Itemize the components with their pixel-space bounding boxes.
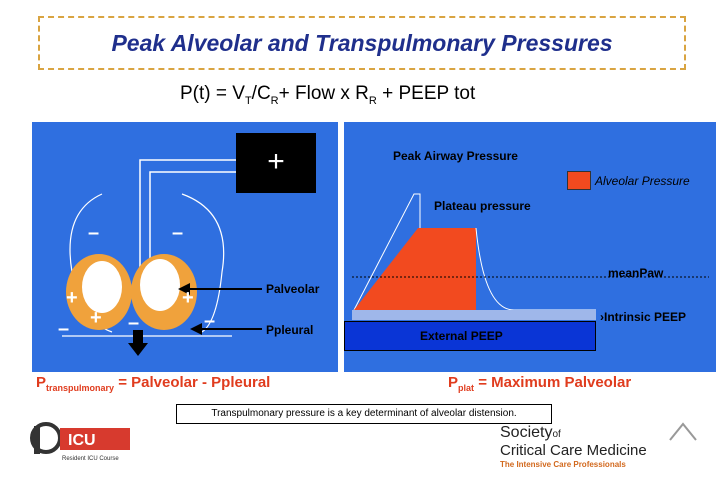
formula-sub-r: R bbox=[368, 94, 377, 107]
legend-label: Alveolar Pressure bbox=[595, 174, 690, 188]
plus-sign: + bbox=[66, 287, 78, 309]
eq-p: P bbox=[448, 374, 459, 391]
minus-sign: – bbox=[172, 222, 184, 244]
svg-text:ICU: ICU bbox=[68, 432, 96, 449]
formula-part: + PEEP tot bbox=[376, 83, 476, 104]
formula-part: P(t) = V bbox=[180, 83, 245, 104]
external-peep-label: External PEEP bbox=[420, 329, 503, 343]
plus-sign: + bbox=[182, 287, 194, 309]
arrow-head bbox=[178, 283, 190, 295]
exhalation-curve bbox=[475, 227, 596, 311]
ventilator-positive-pressure: + bbox=[236, 133, 316, 193]
eq-rest: = Maximum Palveolar bbox=[474, 374, 632, 391]
formula-sub-c: R bbox=[270, 94, 279, 107]
right-alveolus bbox=[140, 259, 180, 311]
eq-p: P bbox=[36, 374, 47, 391]
minus-sign: – bbox=[128, 312, 140, 334]
sccm-logo: Societyof Critical Care Medicine The Int… bbox=[500, 422, 704, 472]
ricu-subtitle: Resident ICU Course bbox=[62, 456, 119, 462]
left-alveolus bbox=[82, 261, 122, 313]
sccm-of: of bbox=[552, 429, 561, 440]
legend-swatch bbox=[567, 171, 591, 190]
meanpaw-label: meanPaw bbox=[608, 266, 664, 280]
ricu-logo-graphic: ICU bbox=[30, 422, 130, 454]
intrinsic-peep-label: ›Intrinsic PEEP bbox=[600, 310, 687, 324]
intrinsic-peep-text: Intrinsic PEEP bbox=[604, 310, 687, 324]
pressure-formula: P(t) = VT/CR+ Flow x RR + PEEP tot bbox=[180, 83, 475, 107]
arrow-head bbox=[190, 323, 202, 335]
pressure-waveform bbox=[352, 193, 709, 320]
intrinsic-peep-band bbox=[352, 310, 596, 320]
sccm-mountain-icon bbox=[669, 422, 697, 441]
sccm-line2: Critical Care Medicine bbox=[500, 442, 647, 459]
eq-sub: plat bbox=[458, 383, 475, 393]
eq-rest: = Palveolar - Ppleural bbox=[114, 374, 271, 391]
plus-sign: + bbox=[90, 307, 102, 329]
eq-sub: transpulmonary bbox=[46, 383, 115, 393]
plateau-label: Plateau pressure bbox=[434, 199, 531, 213]
formula-part: + Flow x R bbox=[278, 83, 369, 104]
external-peep-bar bbox=[344, 321, 596, 351]
alveolar-pressure-area bbox=[354, 228, 476, 310]
minus-sign: – bbox=[204, 310, 216, 332]
sccm-line1: Societyof bbox=[500, 424, 561, 442]
title-frame bbox=[38, 16, 686, 70]
diaphragm-arrow-head bbox=[128, 343, 148, 356]
sccm-society: Society bbox=[500, 424, 553, 441]
peak-airway-label: Peak Airway Pressure bbox=[393, 149, 518, 163]
ppleural-label: Ppleural bbox=[266, 323, 314, 337]
minus-sign: – bbox=[88, 222, 100, 244]
transpulmonary-equation: Ptranspulmonary = Palveolar - Ppleural bbox=[36, 374, 270, 393]
plateau-equation: Pplat = Maximum Palveolar bbox=[448, 374, 631, 393]
airway-line bbox=[149, 171, 236, 268]
ricu-logo: ICU Resident ICU Course bbox=[28, 420, 140, 472]
formula-sub-vt: T bbox=[244, 94, 252, 107]
palveolar-label: Palveolar bbox=[266, 282, 320, 296]
minus-sign: – bbox=[58, 318, 70, 340]
diaphragm-arrow-stem bbox=[133, 330, 143, 344]
caption: Transpulmonary pressure is a key determi… bbox=[176, 404, 552, 424]
airway-line bbox=[139, 159, 236, 268]
sccm-line3: The Intensive Care Professionals bbox=[500, 460, 626, 469]
lung-diagram bbox=[62, 159, 262, 356]
page-title: Peak Alveolar and Transpulmonary Pressur… bbox=[111, 30, 613, 56]
formula-part: /C bbox=[251, 83, 271, 104]
